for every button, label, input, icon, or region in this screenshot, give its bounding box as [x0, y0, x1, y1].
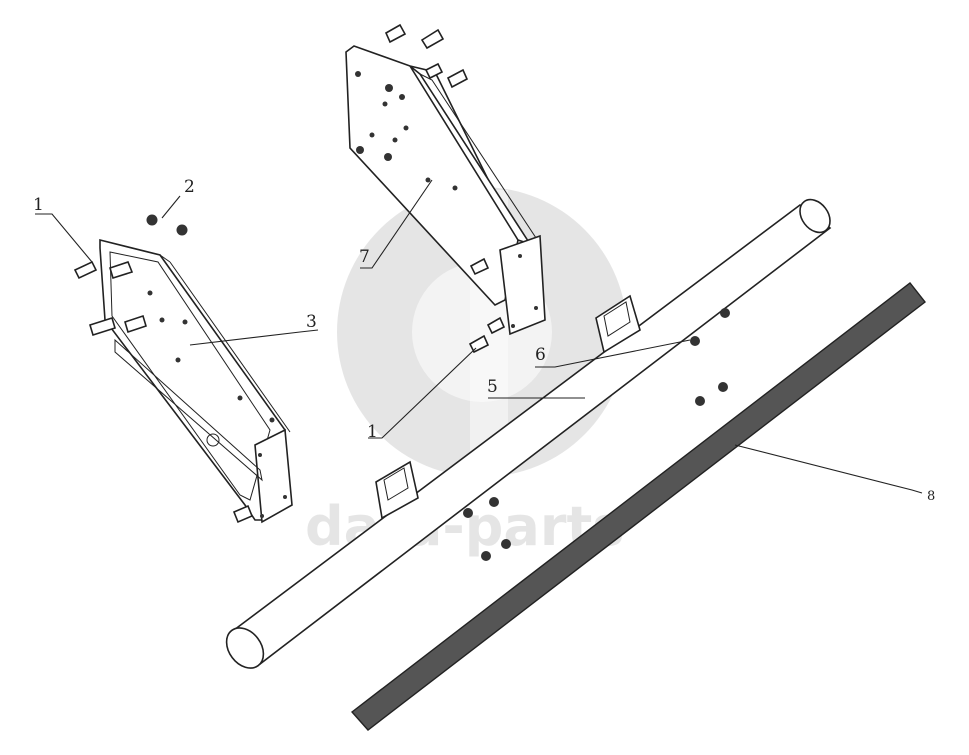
flat-bar-part-8	[350, 282, 926, 731]
nuts-on-tube	[463, 308, 730, 561]
left-bracket-part-3	[99, 238, 293, 524]
nut-icon	[489, 497, 499, 507]
bolt-icon	[89, 316, 116, 337]
nut-icon	[176, 224, 188, 236]
bolt-icon	[420, 28, 445, 50]
leader-3	[189, 329, 319, 346]
callout-5: 5	[487, 377, 498, 397]
leader-1a	[35, 213, 93, 263]
leader-6	[535, 339, 691, 368]
callout-1: 1	[33, 195, 44, 215]
callout-7: 7	[359, 247, 370, 267]
nut-icon	[146, 214, 158, 226]
bolt-icon	[73, 260, 98, 280]
nut-icon	[720, 308, 730, 318]
bolt-icon	[446, 68, 469, 89]
leader-2	[161, 195, 181, 219]
clamp-plate-lower	[375, 460, 419, 520]
nut-icon	[501, 539, 511, 549]
nuts-part-2	[146, 214, 188, 236]
bolts-upper	[384, 23, 506, 354]
tube-end-near	[225, 627, 265, 669]
leader-7	[360, 179, 433, 269]
upper-bracket-endplate	[499, 234, 546, 336]
bolt-icon	[232, 504, 254, 524]
nut-icon	[481, 551, 491, 561]
leader-lines	[35, 179, 923, 494]
callout-3: 3	[306, 312, 317, 332]
bolt-icon	[124, 314, 147, 334]
bolt-icon	[424, 62, 444, 80]
callout-8: 8	[927, 489, 935, 504]
bolt-icon	[468, 334, 490, 354]
callout-1-lower: 1	[367, 422, 378, 442]
nut-icon	[463, 508, 473, 518]
nut-icon	[718, 382, 728, 392]
tube-end-far	[799, 198, 831, 234]
upper-bracket-part-7	[345, 45, 546, 336]
nut-icon	[695, 396, 705, 406]
nut-icon	[690, 336, 700, 346]
bolt-icon	[486, 316, 506, 335]
bolt-icon	[109, 261, 134, 280]
left-bracket-endplate	[254, 428, 293, 524]
bolt-icon	[384, 23, 407, 44]
bolt-icon	[469, 257, 490, 276]
clamp-plate-upper	[595, 294, 641, 354]
callout-6: 6	[535, 345, 546, 365]
callouts: 1 2 3 7 1 6 5 8	[33, 177, 935, 504]
leader-8	[734, 444, 923, 494]
callout-2: 2	[184, 177, 195, 197]
leader-1b	[368, 347, 477, 439]
bolts-left	[73, 260, 254, 524]
